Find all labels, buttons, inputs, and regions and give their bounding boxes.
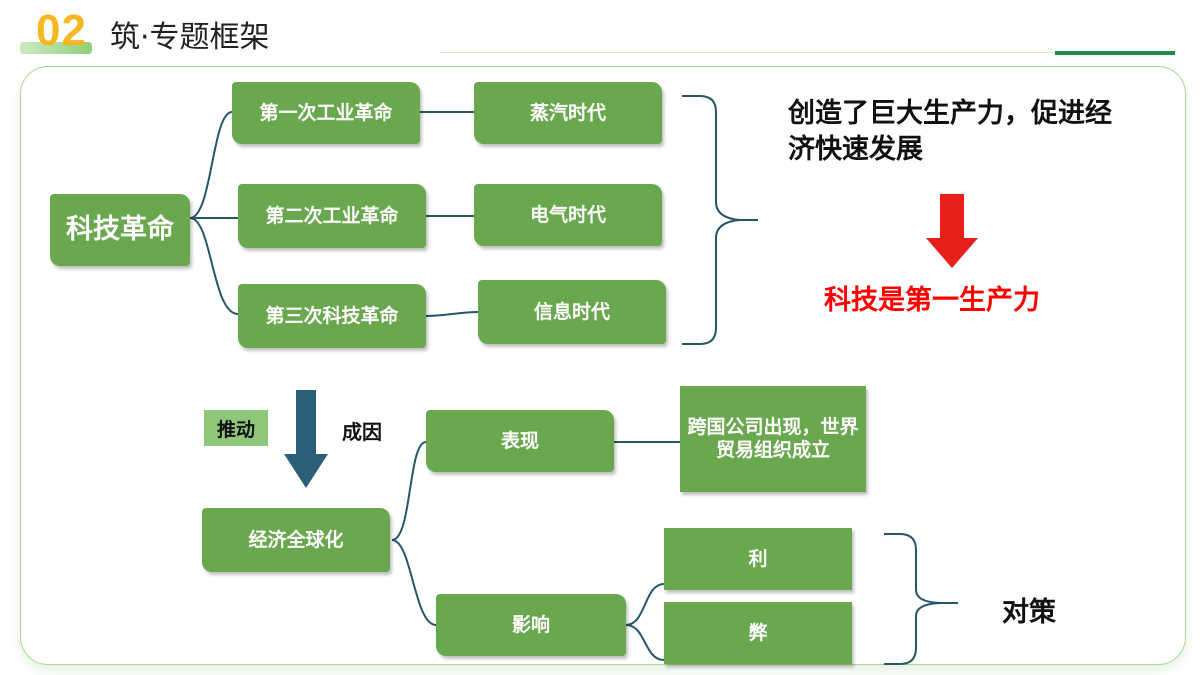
connector-impact-cons xyxy=(625,624,665,661)
connector-glob-impact xyxy=(391,539,437,626)
revolution-2-node: 第二次工业革命 xyxy=(238,184,426,248)
push-label: 推动 xyxy=(204,410,268,446)
era-2-node: 电气时代 xyxy=(474,184,662,246)
revolution-3-node: 第三次科技革命 xyxy=(238,284,426,348)
result-text: 创造了巨大生产力，促进经济快速发展 xyxy=(788,98,1112,165)
header-divider-accent xyxy=(1055,51,1175,55)
revolution-1-node: 第一次工业革命 xyxy=(232,82,420,144)
brace-pros-cons xyxy=(884,533,958,665)
pros-node: 利 xyxy=(664,528,852,590)
page-title: 筑·专题框架 xyxy=(110,20,270,55)
root-node: 科技革命 xyxy=(50,194,190,266)
section-number: 02 xyxy=(36,6,87,55)
connector-rev3-era xyxy=(425,311,479,317)
connector-glob-manifest xyxy=(391,441,427,541)
connector-impact-pros xyxy=(625,583,665,626)
manifestation-detail-node: 跨国公司出现，世界贸易组织成立 xyxy=(680,386,866,492)
cause-label: 成因 xyxy=(342,420,382,444)
era-1-node: 蒸汽时代 xyxy=(474,82,662,144)
era-3-node: 信息时代 xyxy=(478,280,666,344)
cons-node: 弊 xyxy=(664,602,852,664)
connector-root-rev3 xyxy=(189,217,239,315)
manifestation-node: 表现 xyxy=(426,410,614,472)
brace-eras xyxy=(682,95,758,345)
down-arrow-blue xyxy=(284,390,328,488)
globalization-node: 经济全球化 xyxy=(202,508,390,572)
header-number-underline xyxy=(20,42,92,54)
header-divider xyxy=(440,52,1175,53)
conclusion-text: 科技是第一生产力 xyxy=(824,285,1040,316)
connector-root-rev1 xyxy=(189,111,233,219)
impact-node: 影响 xyxy=(436,594,626,656)
countermeasures-text: 对策 xyxy=(1002,597,1056,628)
down-arrow-red xyxy=(926,194,978,268)
